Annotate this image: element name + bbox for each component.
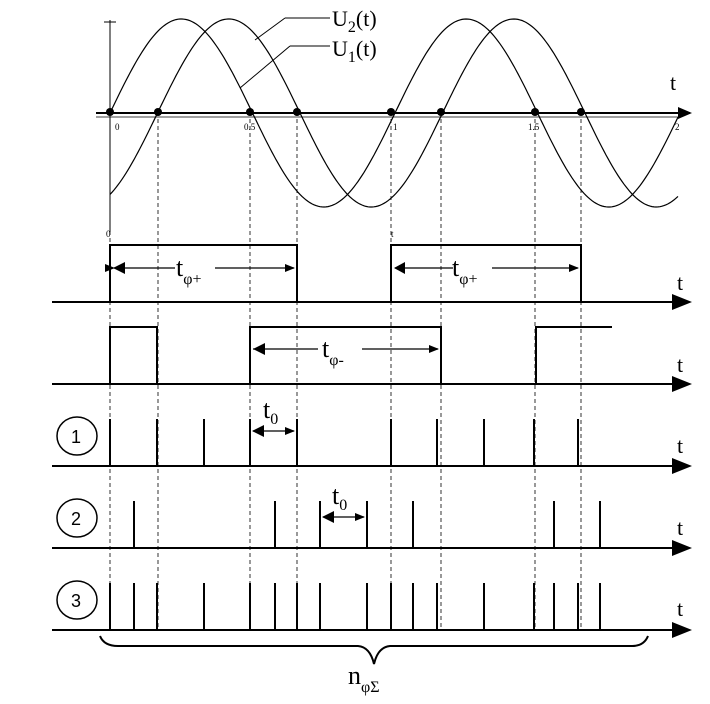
channel-1-circle: [56, 416, 98, 456]
channel-2-circle: [56, 498, 98, 538]
tick-15: 1.5: [528, 122, 540, 132]
top-axis-t: t: [670, 70, 676, 95]
sum-label: nφΣ: [348, 661, 380, 696]
row2-t: t: [677, 352, 683, 377]
channel-2-number: 2: [71, 509, 81, 529]
row1-arrowhead-b: [394, 262, 405, 274]
row1-axis-arrow: [672, 294, 692, 310]
pulse2-axis-arrow: [672, 540, 692, 556]
tick-1: 1: [393, 122, 398, 132]
row2-pulse-a: [109, 326, 158, 384]
tphi-plus-label-b: tφ+: [452, 253, 478, 288]
t0-label-a: t0: [263, 395, 278, 428]
u1-leader: [239, 45, 291, 89]
tphi-plus-label-a: tφ+: [176, 253, 202, 288]
pulse3-axis-arrow: [672, 622, 692, 638]
channel-1-number: 1: [71, 427, 81, 447]
channel-3-number: 3: [71, 591, 81, 611]
u2-label: U2(t): [332, 6, 377, 36]
row1-t: t: [677, 270, 683, 295]
dashed-guides: [109, 112, 582, 630]
row-tphi-minus: t tφ-: [52, 326, 692, 392]
channel-3-circle: [56, 580, 98, 620]
tick-2: 2: [675, 122, 680, 132]
row1-pulse-a: [109, 244, 298, 302]
pulse-row-3: t 3: [52, 580, 692, 638]
pulse2-spikes: [133, 501, 601, 548]
row1-pulse-b: [390, 244, 582, 302]
row2-arrowhead-left: [253, 343, 265, 355]
row2-pulse-c: [535, 326, 612, 384]
t0-arrowhead-b: [322, 511, 334, 523]
pulse1-axis-arrow: [672, 458, 692, 474]
t0-label-b: t0: [332, 481, 347, 514]
sum-brace: [99, 635, 649, 665]
u2-leader: [254, 17, 286, 41]
pulse3-spikes: [109, 583, 601, 630]
x-axis-arrow: [678, 107, 692, 119]
row1-arrowhead-a: [113, 262, 125, 274]
tick-0: 0: [115, 122, 120, 132]
pulse1-t: t: [677, 433, 683, 458]
pulse1-spikes: [109, 419, 579, 466]
marker-left: 0: [106, 229, 111, 239]
t0-arrowhead-a: [252, 425, 264, 437]
sine-plot: U2(t) U1(t) t 0 0.5 1 1.5 2 0 t: [96, 6, 692, 239]
pulse2-t: t: [677, 515, 683, 540]
row-tphi-plus: t tφ+ tφ+: [52, 244, 692, 310]
marker-right: t: [391, 229, 394, 239]
pulse-row-2: t 2 t0: [52, 481, 692, 556]
row2-pulse-b: [249, 326, 442, 384]
tphi-minus-label: tφ-: [322, 334, 344, 369]
row2-axis-arrow: [672, 376, 692, 392]
u1-label: U1(t): [332, 36, 377, 66]
pulse3-t: t: [677, 596, 683, 621]
pulse-row-1: t 1 t0: [52, 395, 692, 474]
